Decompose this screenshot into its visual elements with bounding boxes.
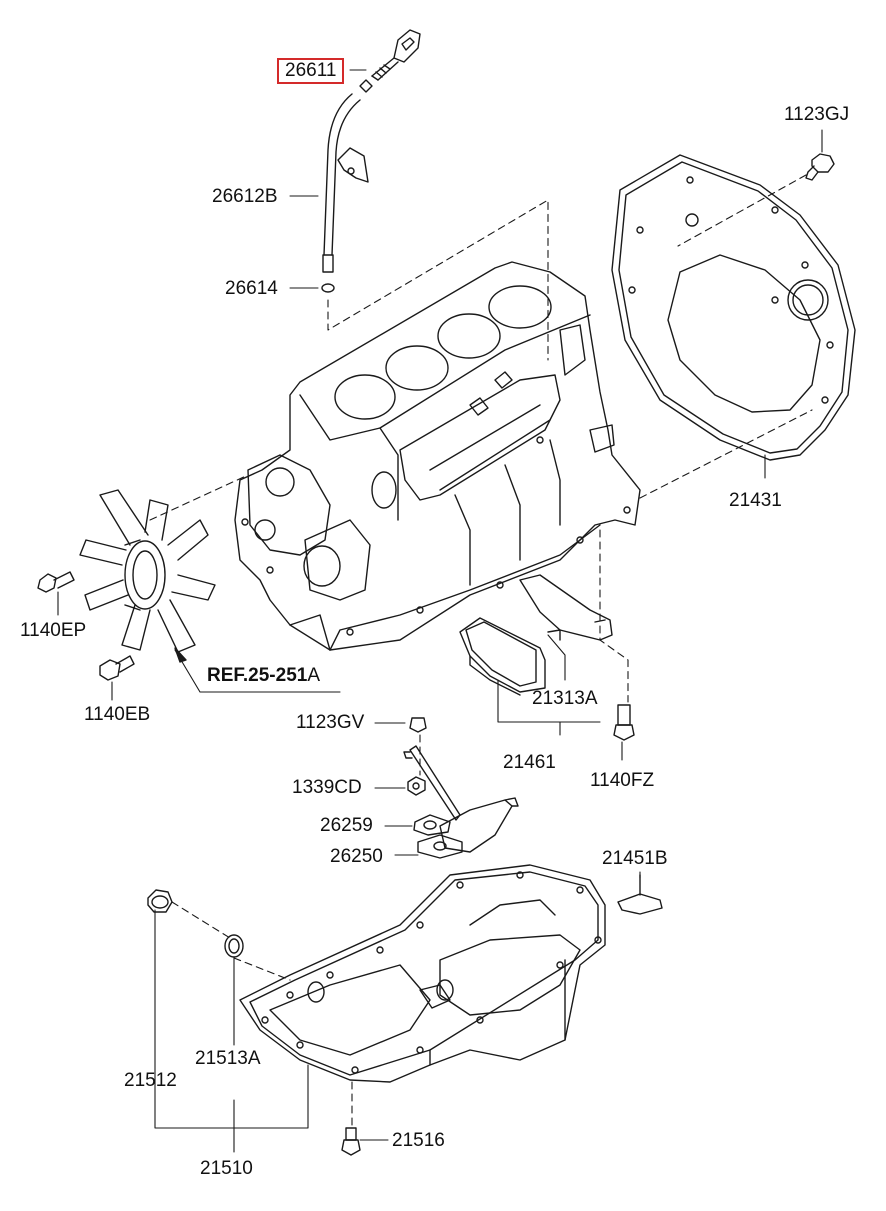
part-label-1123gj[interactable]: 1123GJ bbox=[784, 104, 850, 125]
leader-lines bbox=[58, 70, 822, 1152]
oil-pan bbox=[240, 865, 605, 1082]
dipstick-assembly bbox=[322, 30, 420, 292]
part-label-1123gv[interactable]: 1123GV bbox=[296, 712, 365, 733]
part-label-1140ep[interactable]: 1140EP bbox=[20, 620, 87, 641]
part-label-26250[interactable]: 26250 bbox=[330, 846, 383, 867]
part-label-21313a[interactable]: 21313A bbox=[532, 688, 598, 709]
engine-block bbox=[235, 262, 640, 650]
cooling-fan bbox=[80, 490, 215, 652]
part-label-26614[interactable]: 26614 bbox=[225, 278, 278, 299]
part-label-21513a[interactable]: 21513A bbox=[195, 1048, 261, 1069]
bolt-1140ep bbox=[38, 572, 74, 592]
sensor-21451b bbox=[618, 875, 662, 914]
part-label-21451b[interactable]: 21451B bbox=[602, 848, 668, 869]
nut-1339cd bbox=[408, 777, 425, 795]
bolt-21516 bbox=[342, 1128, 360, 1155]
part-label-26259[interactable]: 26259 bbox=[320, 815, 373, 836]
ref-arrow-icon bbox=[175, 648, 186, 662]
part-label-21431[interactable]: 21431 bbox=[729, 490, 782, 511]
bolt-1140fz bbox=[614, 705, 634, 740]
bolt-1123gv bbox=[410, 718, 426, 732]
assembly-dash-lines bbox=[150, 175, 812, 1126]
part-label-1339cd[interactable]: 1339CD bbox=[292, 777, 362, 798]
bracket-21313a bbox=[520, 575, 612, 640]
part-label-1140eb[interactable]: 1140EB bbox=[84, 704, 151, 725]
rear-plate bbox=[612, 155, 855, 460]
bolt-1140eb bbox=[100, 656, 134, 680]
part-label-21512[interactable]: 21512 bbox=[124, 1070, 177, 1091]
reference-link-suffix: A bbox=[307, 665, 321, 686]
part-label-21510[interactable]: 21510 bbox=[200, 1158, 253, 1179]
drain-gasket bbox=[225, 935, 243, 957]
part-label-21461[interactable]: 21461 bbox=[503, 752, 556, 773]
part-label-1140fz[interactable]: 1140FZ bbox=[590, 770, 655, 791]
drain-plug bbox=[148, 890, 172, 912]
part-label-21516[interactable]: 21516 bbox=[392, 1130, 445, 1151]
reference-link[interactable]: REF.25-251A bbox=[207, 665, 320, 687]
bracket-21461 bbox=[460, 618, 545, 695]
reference-link-text: REF.25-251 bbox=[207, 665, 308, 686]
bolt-1123gj bbox=[806, 154, 834, 180]
oil-strainer bbox=[404, 746, 518, 858]
part-label-26611[interactable]: 26611 bbox=[277, 58, 345, 84]
part-label-26612b[interactable]: 26612B bbox=[212, 186, 278, 207]
